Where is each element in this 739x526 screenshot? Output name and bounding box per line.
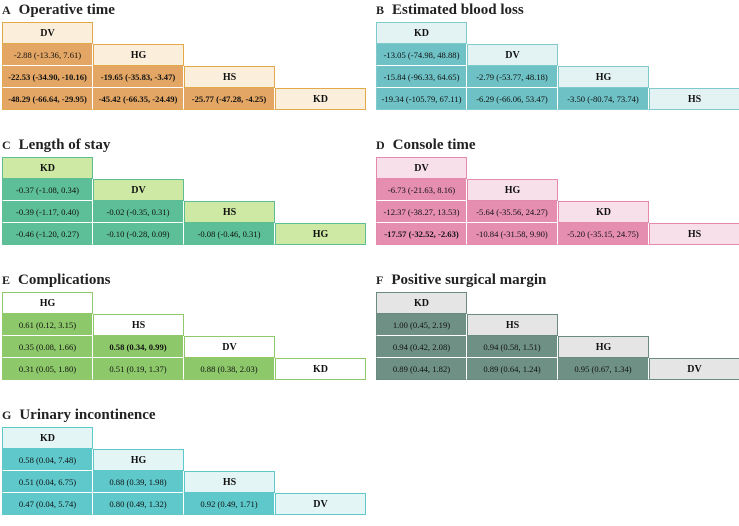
comparison-cell: -0.10 (-0.28, 0.09) bbox=[93, 223, 184, 245]
comparison-cell: 0.51 (0.19, 1.37) bbox=[93, 358, 184, 380]
treatment-label: KD bbox=[2, 157, 93, 179]
comparison-cell: -5.20 (-35.15, 24.75) bbox=[558, 223, 649, 245]
panel-title: F Positive surgical margin bbox=[376, 271, 546, 289]
treatment-label: DV bbox=[93, 179, 184, 201]
panel-letter: B bbox=[376, 3, 385, 17]
comparison-cell: -0.37 (-1.08, 0.34) bbox=[2, 179, 93, 201]
treatment-label: HG bbox=[558, 336, 649, 358]
comparison-cell: 0.31 (0.05, 1.80) bbox=[2, 358, 93, 380]
panel-letter: A bbox=[2, 3, 11, 17]
comparison-cell: 0.92 (0.49, 1.71) bbox=[184, 493, 275, 515]
comparison-cell: -45.42 (-66.35, -24.49) bbox=[93, 88, 184, 110]
comparison-cell: -0.46 (-1.20, 0.27) bbox=[2, 223, 93, 245]
comparison-cell: 0.89 (0.44, 1.82) bbox=[376, 358, 467, 380]
comparison-cell: 0.47 (0.04, 5.74) bbox=[2, 493, 93, 515]
comparison-cell: -15.84 (-96.33, 64.65) bbox=[376, 66, 467, 88]
comparison-cell: -0.08 (-0.46, 0.31) bbox=[184, 223, 275, 245]
panel-name: Operative time bbox=[18, 2, 115, 18]
treatment-label: KD bbox=[558, 201, 649, 223]
comparison-cell: 1.00 (0.45, 2.19) bbox=[376, 314, 467, 336]
treatment-label: KD bbox=[376, 22, 467, 44]
comparison-cell: 0.58 (0.34, 0.99) bbox=[93, 336, 184, 358]
treatment-label: HG bbox=[93, 449, 184, 471]
treatment-label: HG bbox=[558, 66, 649, 88]
treatment-label: HS bbox=[649, 223, 739, 245]
treatment-label: HS bbox=[184, 201, 275, 223]
treatment-label: HG bbox=[467, 179, 558, 201]
comparison-cell: 0.35 (0.08, 1.66) bbox=[2, 336, 93, 358]
panel-name: Console time bbox=[392, 137, 476, 153]
treatment-label: HG bbox=[93, 44, 184, 66]
panel-name: Urinary incontinence bbox=[19, 407, 156, 423]
treatment-label: DV bbox=[2, 22, 93, 44]
comparison-cell: -3.50 (-80.74, 73.74) bbox=[558, 88, 649, 110]
comparison-cell: -0.02 (-0.35, 0.31) bbox=[93, 201, 184, 223]
comparison-cell: -22.53 (-34.90, -10.16) bbox=[2, 66, 93, 88]
comparison-cell: 0.89 (0.64, 1.24) bbox=[467, 358, 558, 380]
treatment-label: KD bbox=[275, 358, 366, 380]
comparison-cell: 0.94 (0.58, 1.51) bbox=[467, 336, 558, 358]
treatment-label: HS bbox=[184, 471, 275, 493]
treatment-label: DV bbox=[184, 336, 275, 358]
comparison-cell: -5.64 (-35.56, 24.27) bbox=[467, 201, 558, 223]
panel-name: Length of stay bbox=[18, 137, 111, 153]
comparison-cell: -12.37 (-38.27, 13.53) bbox=[376, 201, 467, 223]
comparison-cell: -10.84 (-31.58, 9.90) bbox=[467, 223, 558, 245]
comparison-cell: 0.58 (0.04, 7.48) bbox=[2, 449, 93, 471]
comparison-cell: 0.95 (0.67, 1.34) bbox=[558, 358, 649, 380]
comparison-cell: -13.05 (-74.98, 48.88) bbox=[376, 44, 467, 66]
comparison-cell: -2.79 (-53.77, 48.18) bbox=[467, 66, 558, 88]
panel-title: D Console time bbox=[376, 136, 476, 154]
comparison-cell: 0.94 (0.42, 2.08) bbox=[376, 336, 467, 358]
treatment-label: HS bbox=[184, 66, 275, 88]
treatment-label: KD bbox=[2, 427, 93, 449]
panel-name: Positive surgical margin bbox=[391, 272, 547, 288]
treatment-label: HG bbox=[275, 223, 366, 245]
comparison-cell: -2.88 (-13.36, 7.61) bbox=[2, 44, 93, 66]
treatment-label: HS bbox=[93, 314, 184, 336]
comparison-cell: -6.73 (-21.63, 8.16) bbox=[376, 179, 467, 201]
comparison-cell: -0.39 (-1.17, 0.40) bbox=[2, 201, 93, 223]
treatment-label: DV bbox=[376, 157, 467, 179]
panel-title: A Operative time bbox=[2, 1, 115, 19]
treatment-label: HS bbox=[467, 314, 558, 336]
comparison-cell: 0.80 (0.49, 1.32) bbox=[93, 493, 184, 515]
panel-letter: G bbox=[2, 408, 12, 422]
treatment-label: DV bbox=[467, 44, 558, 66]
panel-letter: C bbox=[2, 138, 11, 152]
comparison-cell: -19.34 (-105.79, 67.11) bbox=[376, 88, 467, 110]
panel-title: C Length of stay bbox=[2, 136, 110, 154]
comparison-cell: 0.51 (0.04, 6.75) bbox=[2, 471, 93, 493]
panel-letter: F bbox=[376, 273, 384, 287]
panel-title: E Complications bbox=[2, 271, 111, 289]
panel-title: G Urinary incontinence bbox=[2, 406, 156, 424]
comparison-cell: -6.29 (-66.06, 53.47) bbox=[467, 88, 558, 110]
comparison-cell: 0.61 (0.12, 3.15) bbox=[2, 314, 93, 336]
treatment-label: KD bbox=[376, 292, 467, 314]
comparison-cell: 0.88 (0.39, 1.98) bbox=[93, 471, 184, 493]
comparison-cell: -25.77 (-47.28, -4.25) bbox=[184, 88, 275, 110]
panel-letter: E bbox=[2, 273, 11, 287]
panel-name: Estimated blood loss bbox=[392, 2, 524, 18]
panel-name: Complications bbox=[18, 272, 111, 288]
panel-title: B Estimated blood loss bbox=[376, 1, 524, 19]
comparison-cell: -19.65 (-35.83, -3.47) bbox=[93, 66, 184, 88]
treatment-label: DV bbox=[649, 358, 739, 380]
comparison-cell: -17.57 (-32.52, -2.63) bbox=[376, 223, 467, 245]
treatment-label: DV bbox=[275, 493, 366, 515]
treatment-label: HG bbox=[2, 292, 93, 314]
comparison-cell: 0.88 (0.38, 2.03) bbox=[184, 358, 275, 380]
panel-letter: D bbox=[376, 138, 385, 152]
treatment-label: KD bbox=[275, 88, 366, 110]
comparison-cell: -48.29 (-66.64, -29.95) bbox=[2, 88, 93, 110]
treatment-label: HS bbox=[649, 88, 739, 110]
